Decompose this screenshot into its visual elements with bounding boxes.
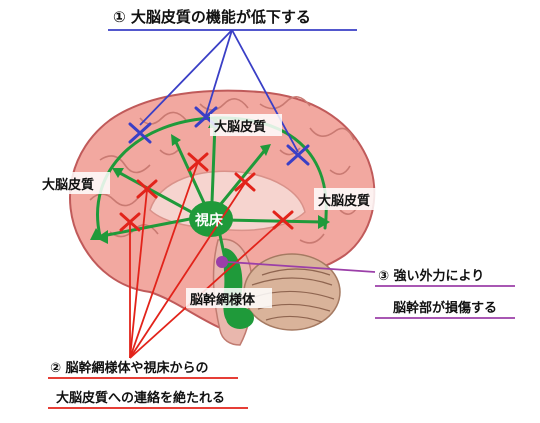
thalamus-label: 視床 [194,212,224,229]
red-x-4 [234,172,256,192]
disconnection-lines [48,161,284,409]
red-x-2 [136,179,158,199]
red-x-5 [272,210,294,230]
pathway-up-left [173,138,207,207]
lesion-callout-lines [227,261,515,319]
bottom-caption-line-1: ② 脳幹網様体や視床からの [50,360,209,376]
pathway-up-right [218,148,267,207]
cortex-x-markers [128,106,310,166]
cortex-top-label: 大脳皮質 [214,119,266,135]
pathway-right [223,218,324,224]
top-caption: ① 大脳皮質の機能が低下する [113,8,311,26]
reticular-label: 脳幹網様体 [190,292,256,308]
reticular-base [226,307,254,329]
disconnection-x-markers [119,152,294,232]
cortex-left-label-bg [38,172,110,194]
pathway-left-1 [100,216,197,238]
cortex-function-lines [108,29,357,153]
cause-caption-line-1: ③ 強い外力により [378,268,484,284]
pathway-up [210,122,217,204]
cortex-left-label: 大脳皮質 [42,177,94,193]
red-x-1 [119,212,141,232]
cortex-right-label-bg [314,188,386,210]
lesion-marker [216,256,228,268]
reticular-label-bg [186,288,272,308]
red-x-3 [187,152,209,172]
cause-caption-line-2: 脳幹部が損傷する [393,300,497,316]
blue-x-3 [286,144,310,166]
blue-x-1 [128,122,152,144]
bottom-caption-line-2: 大脳皮質への連絡を絶たれる [56,390,225,406]
thalamus-node [189,201,233,237]
cortex-right-label: 大脳皮質 [318,193,370,209]
cortex-top-label-bg [210,114,282,136]
